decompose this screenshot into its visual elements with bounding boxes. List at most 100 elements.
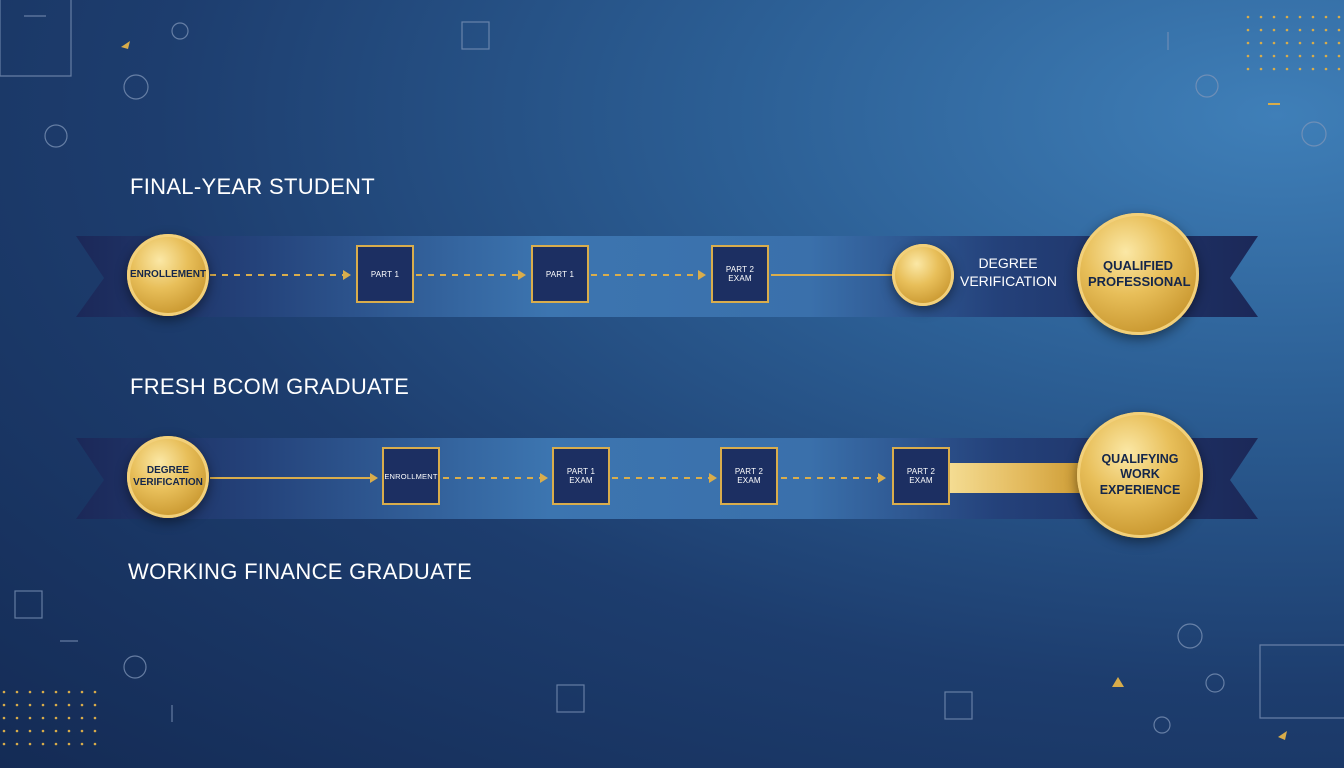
decor-dot <box>1337 28 1341 32</box>
decor-dot <box>1311 67 1315 71</box>
track-2-ribbon <box>76 438 1258 519</box>
track-1-step-1: PART 1 <box>356 245 414 303</box>
decor-dot <box>1272 28 1276 32</box>
decor-dot <box>28 716 32 720</box>
decor-dot <box>1324 41 1328 45</box>
decor-dot <box>2 742 6 746</box>
decor-dot <box>28 703 32 707</box>
decor-dot <box>28 690 32 694</box>
decor-dot <box>1298 15 1302 19</box>
decor-dot <box>28 742 32 746</box>
track-2-step-1: ENROLLMENT <box>382 447 440 505</box>
decor-dot <box>15 703 19 707</box>
decor-dot <box>41 729 45 733</box>
decor-dot <box>1272 54 1276 58</box>
track-2-step-3: PART 2 EXAM <box>720 447 778 505</box>
decor-dot <box>93 729 97 733</box>
decor-dot <box>1285 41 1289 45</box>
track-1-end-label: QUALIFIED PROFESSIONAL <box>1088 257 1191 289</box>
decor-dot <box>93 742 97 746</box>
decor-dot <box>1324 54 1328 58</box>
decor-dot <box>67 716 71 720</box>
track-1-milestone-label: DEGREE VERIFICATION <box>960 255 1057 289</box>
track-1-timeline: ENROLLEMENT PART 1 PART 1 PART 2 EXAM DE… <box>0 213 1344 335</box>
decor-dot <box>15 742 19 746</box>
decor-dot <box>15 690 19 694</box>
track-2-end-label: QUALIFYING WORK EXPERIENCE <box>1099 451 1181 497</box>
decor-dot <box>67 729 71 733</box>
decor-dot <box>1324 28 1328 32</box>
decor-dot <box>1311 54 1315 58</box>
track-2-step-4: PART 2 EXAM <box>892 447 950 505</box>
decor-dot <box>1298 67 1302 71</box>
decor-dot <box>54 716 58 720</box>
track-1-start-label: ENROLLEMENT <box>129 268 207 280</box>
decor-dot <box>80 742 84 746</box>
decor-dot <box>67 703 71 707</box>
decor-dot <box>2 690 6 694</box>
decor-dot <box>1246 54 1250 58</box>
decor-dot <box>2 703 6 707</box>
decor-dot <box>1337 15 1341 19</box>
track-2-timeline: DEGREE VERIFICATION ENROLLMENT PART 1 EX… <box>0 412 1344 538</box>
track-3-title: WORKING FINANCE GRADUATE <box>128 559 473 584</box>
decor-dot <box>1337 67 1341 71</box>
track-1-step-2: PART 1 <box>531 245 589 303</box>
decor-dot <box>80 703 84 707</box>
decor-dot <box>1246 15 1250 19</box>
decor-dot <box>1285 15 1289 19</box>
decor-dot <box>1246 67 1250 71</box>
decor-dot <box>1324 67 1328 71</box>
track-1-end-node: QUALIFIED PROFESSIONAL <box>1077 213 1199 335</box>
decor-dot <box>67 690 71 694</box>
track-2-start-label: DEGREE VERIFICATION <box>133 464 203 489</box>
decor-dot <box>1285 67 1289 71</box>
decor-dot <box>41 703 45 707</box>
decor-dot <box>80 729 84 733</box>
decor-dot <box>1272 41 1276 45</box>
decor-dot <box>1337 41 1341 45</box>
decor-dot <box>67 742 71 746</box>
decor-dot <box>1259 67 1263 71</box>
decor-dot <box>54 690 58 694</box>
decor-dot <box>93 703 97 707</box>
track-2-start-node: DEGREE VERIFICATION <box>127 436 209 518</box>
decor-dot <box>41 742 45 746</box>
decor-dot <box>2 729 6 733</box>
decor-dot <box>1259 41 1263 45</box>
track-1-milestone-node <box>892 244 954 306</box>
decor-dot <box>1298 41 1302 45</box>
decor-dot <box>1259 54 1263 58</box>
decor-dot <box>1246 41 1250 45</box>
decor-dot <box>1311 28 1315 32</box>
decor-dot <box>15 716 19 720</box>
decor-dot <box>1285 54 1289 58</box>
decor-dot <box>80 716 84 720</box>
track-1-step-3: PART 2 EXAM <box>711 245 769 303</box>
track-1-start-node: ENROLLEMENT <box>127 234 209 316</box>
track-1-title: FINAL-YEAR STUDENT <box>130 174 375 199</box>
decor-dot <box>41 716 45 720</box>
decor-dot <box>28 729 32 733</box>
decor-dot <box>1246 28 1250 32</box>
decor-dot <box>93 690 97 694</box>
track-2-end-node: QUALIFYING WORK EXPERIENCE <box>1077 412 1203 538</box>
decor-dot <box>1298 54 1302 58</box>
decor-dot <box>15 729 19 733</box>
decor-dot <box>1259 28 1263 32</box>
decor-dot <box>41 690 45 694</box>
decor-dot <box>1324 15 1328 19</box>
decor-dot <box>1311 15 1315 19</box>
decor-dot <box>80 690 84 694</box>
track-2-title: FRESH BCOM GRADUATE <box>130 374 410 399</box>
decor-dot <box>1285 28 1289 32</box>
decor-dot <box>1298 28 1302 32</box>
decor-dot <box>1311 41 1315 45</box>
decor-dot <box>1272 15 1276 19</box>
decor-dot <box>2 716 6 720</box>
decor-dot <box>1337 54 1341 58</box>
decor-dot <box>1272 67 1276 71</box>
decor-dot <box>54 729 58 733</box>
decor-dot <box>1259 15 1263 19</box>
decor-dot <box>93 716 97 720</box>
